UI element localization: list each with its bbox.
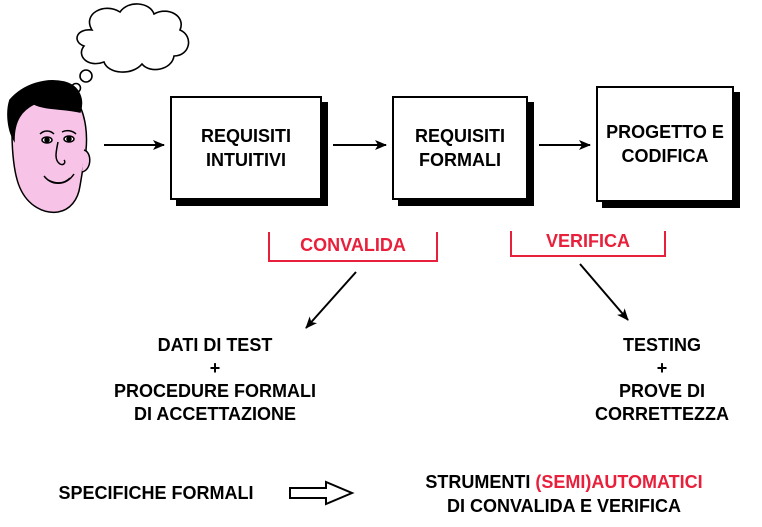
label-verifica: VERIFICA [545,231,630,251]
left-result-line4: DI ACCETTAZIONE [134,404,296,424]
box-formal-line1: REQUISITI [414,126,505,146]
bottom-target-line2: DI CONVALIDA E VERIFICA [446,496,681,516]
bottom-target-prefix: STRUMENTI [425,472,536,492]
right-result-line3: PROVE DI [618,381,706,401]
left-result-line3: PROCEDURE FORMALI [114,381,316,401]
thought-cloud-icon [66,3,190,102]
arrow-verifica-down [579,263,629,321]
bracket-verifica [510,231,666,257]
arrow-convalida-down [305,271,357,329]
left-result-line2: + [209,358,221,378]
box-intuitive-line1: REQUISITI [200,126,291,146]
box-requisiti-formali: REQUISITI FORMALI [392,96,528,200]
hollow-arrow-icon [289,480,355,506]
box-design-line2: CODIFICA [621,146,709,166]
bottom-target-text: STRUMENTI (SEMI)AUTOMATICI DI CONVALIDA … [376,470,752,518]
right-result-line2: + [656,358,668,378]
box-design-line1: PROGETTO E [606,122,724,142]
box-progetto-codifica: PROGETTO E CODIFICA [596,86,734,202]
right-result-text: TESTING + PROVE DI CORRETTEZZA [572,334,752,426]
bottom-source-text: SPECIFICHE FORMALI [58,483,254,503]
box-intuitive-line2: INTUITIVI [205,150,286,170]
left-result-text: DATI DI TEST + PROCEDURE FORMALI DI ACCE… [70,334,360,426]
label-convalida: CONVALIDA [300,235,406,255]
bracket-convalida [268,232,438,262]
bottom-target-line1: STRUMENTI (SEMI)AUTOMATICI [376,470,752,494]
right-result-line4: CORRETTEZZA [595,404,729,424]
right-result-line1: TESTING [622,335,701,355]
box-requisiti-intuitivi: REQUISITI INTUITIVI [170,96,322,200]
left-result-line1: DATI DI TEST [157,335,273,355]
bottom-target-highlight: (SEMI)AUTOMATICI [535,472,703,492]
box-formal-line2: FORMALI [419,150,501,170]
person-face-icon [7,80,91,214]
